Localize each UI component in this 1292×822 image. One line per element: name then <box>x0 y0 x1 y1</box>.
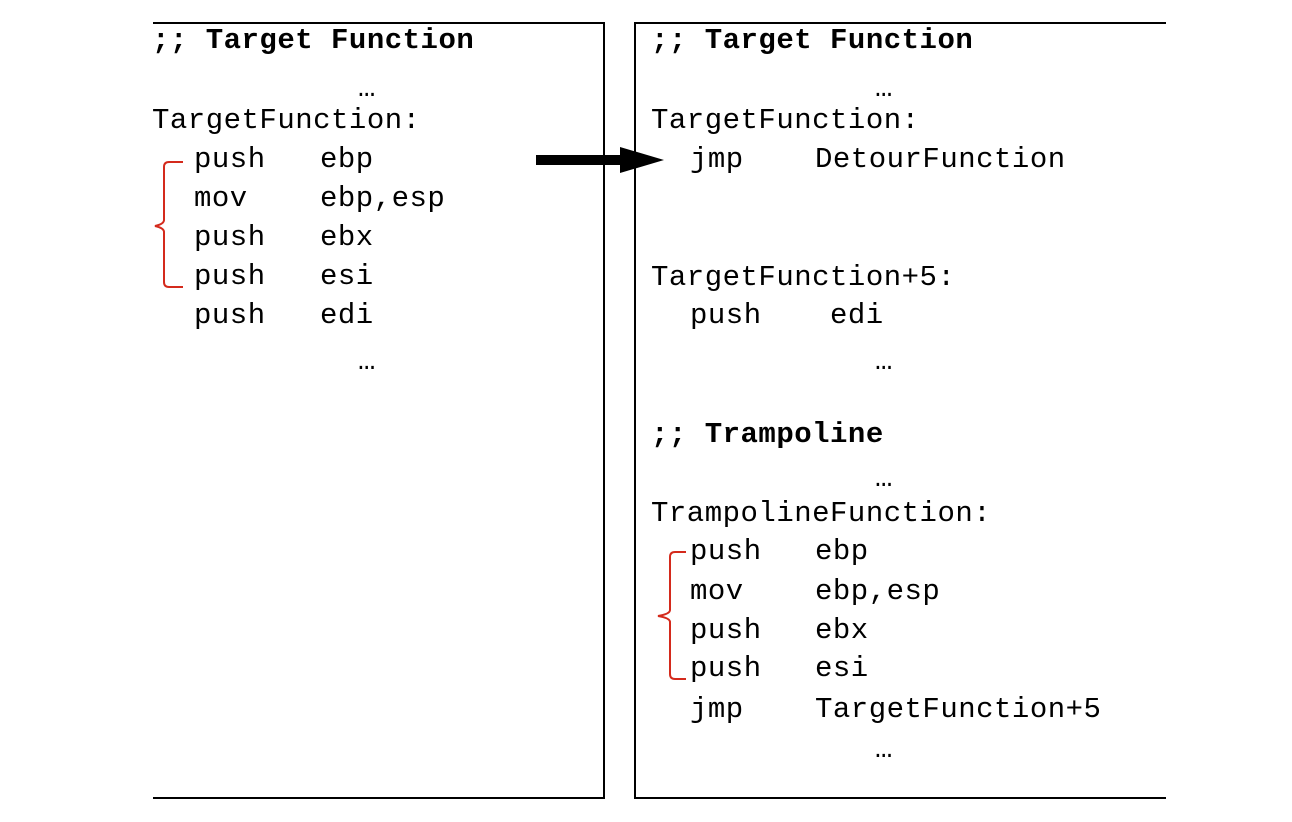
right-after-op: push <box>690 299 762 332</box>
right-jmp-op: jmp <box>690 143 744 176</box>
right-jmp-arg: DetourFunction <box>815 143 1066 176</box>
original-code-panel <box>153 22 605 799</box>
tramp-instr-op: push <box>690 535 762 568</box>
left-instr-arg: ebx <box>320 221 374 254</box>
left-instr-op: push <box>194 143 266 176</box>
left-instr-op: push <box>194 299 266 332</box>
tramp-instr-arg: ebp <box>815 535 869 568</box>
right-comment-target-function: ;; Target Function <box>651 24 974 57</box>
trampoline-ellipsis-bottom: … <box>875 733 893 766</box>
left-instr-arg: ebp,esp <box>320 182 446 215</box>
detoured-code-panel <box>634 22 1166 799</box>
left-instr-op: push <box>194 221 266 254</box>
left-ellipsis-top: … <box>358 72 376 105</box>
right-ellipsis-top: … <box>875 72 893 105</box>
right-ellipsis-mid: … <box>875 345 893 378</box>
left-label-target-function: TargetFunction: <box>152 104 421 137</box>
tramp-instr-arg: TargetFunction+5 <box>815 693 1102 726</box>
trampoline-ellipsis-top: … <box>875 462 893 495</box>
right-label-target-function: TargetFunction: <box>651 104 920 137</box>
left-ellipsis-bottom: … <box>358 345 376 378</box>
tramp-instr-arg: ebx <box>815 614 869 647</box>
left-instr-op: mov <box>194 182 248 215</box>
tramp-instr-op: push <box>690 614 762 647</box>
left-instr-op: push <box>194 260 266 293</box>
tramp-instr-arg: ebp,esp <box>815 575 941 608</box>
trampoline-comment: ;; Trampoline <box>651 418 884 451</box>
tramp-instr-op: mov <box>690 575 744 608</box>
left-comment-target-function: ;; Target Function <box>152 24 475 57</box>
tramp-instr-arg: esi <box>815 652 869 685</box>
tramp-instr-op: push <box>690 652 762 685</box>
trampoline-label: TrampolineFunction: <box>651 497 992 530</box>
right-label-target-function-plus5: TargetFunction+5: <box>651 261 956 294</box>
left-instr-arg: ebp <box>320 143 374 176</box>
tramp-instr-op: jmp <box>690 693 744 726</box>
left-instr-arg: edi <box>320 299 374 332</box>
left-instr-arg: esi <box>320 260 374 293</box>
right-after-arg: edi <box>830 299 884 332</box>
